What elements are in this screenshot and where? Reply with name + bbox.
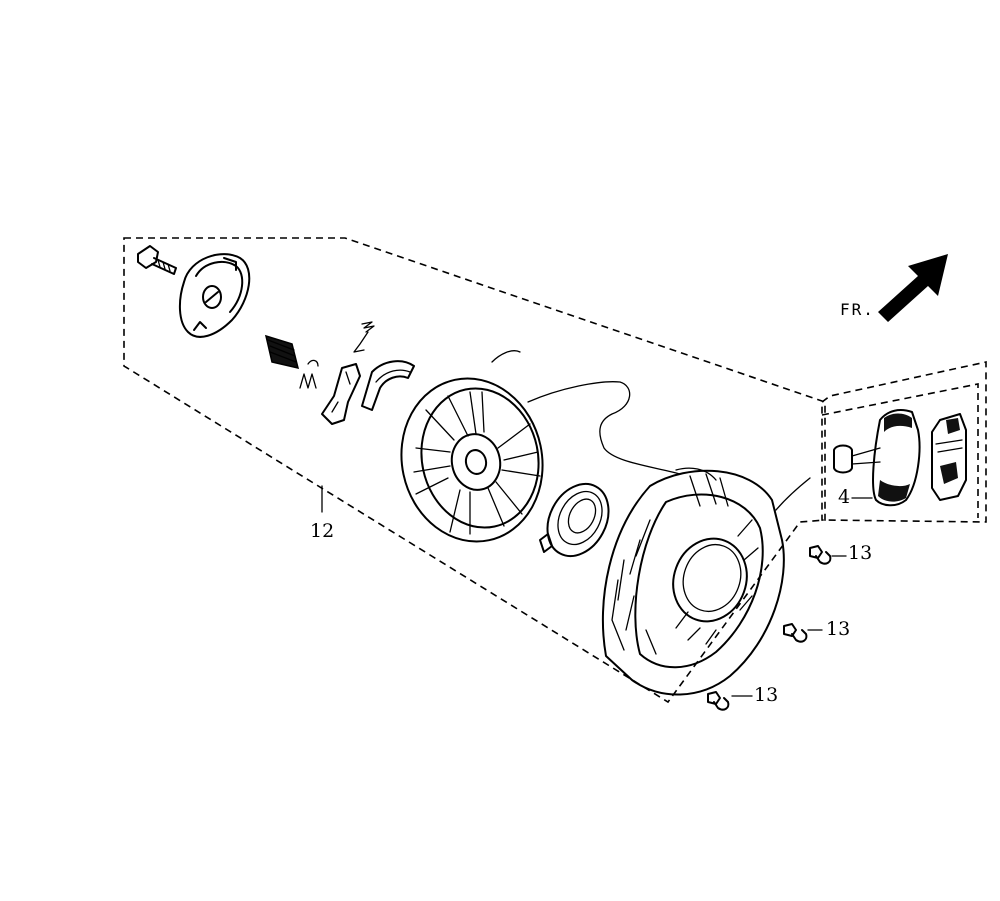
ratchet-guide-plate <box>178 253 251 338</box>
callout-13-a: 13 <box>848 542 873 564</box>
starter-grip <box>833 409 921 507</box>
callout-4: 4 <box>838 486 851 508</box>
assembly-12-outline <box>123 237 826 704</box>
callout-13-b: 13 <box>826 618 851 640</box>
case-bolt-a <box>809 545 847 565</box>
callout-12: 12 <box>310 520 335 542</box>
recoil-reel <box>400 377 544 543</box>
ratchet-spring <box>353 321 375 353</box>
callout-13-c: 13 <box>754 684 779 706</box>
small-spring <box>299 359 319 389</box>
flange-bolt <box>137 245 177 275</box>
recoil-spring <box>539 482 610 558</box>
case-bolt-c <box>707 691 753 711</box>
case-bolt-b <box>783 623 823 643</box>
direction-label: FR. <box>840 300 875 319</box>
starter-rope <box>491 350 811 511</box>
compression-spring <box>264 334 300 370</box>
grip-insert <box>931 413 967 501</box>
starter-case <box>601 467 785 696</box>
ratchet-pawl-right <box>361 360 415 411</box>
grip-inner-box <box>821 383 979 518</box>
ratchet-pawl-left <box>321 363 361 425</box>
direction-arrow-icon <box>878 254 948 322</box>
